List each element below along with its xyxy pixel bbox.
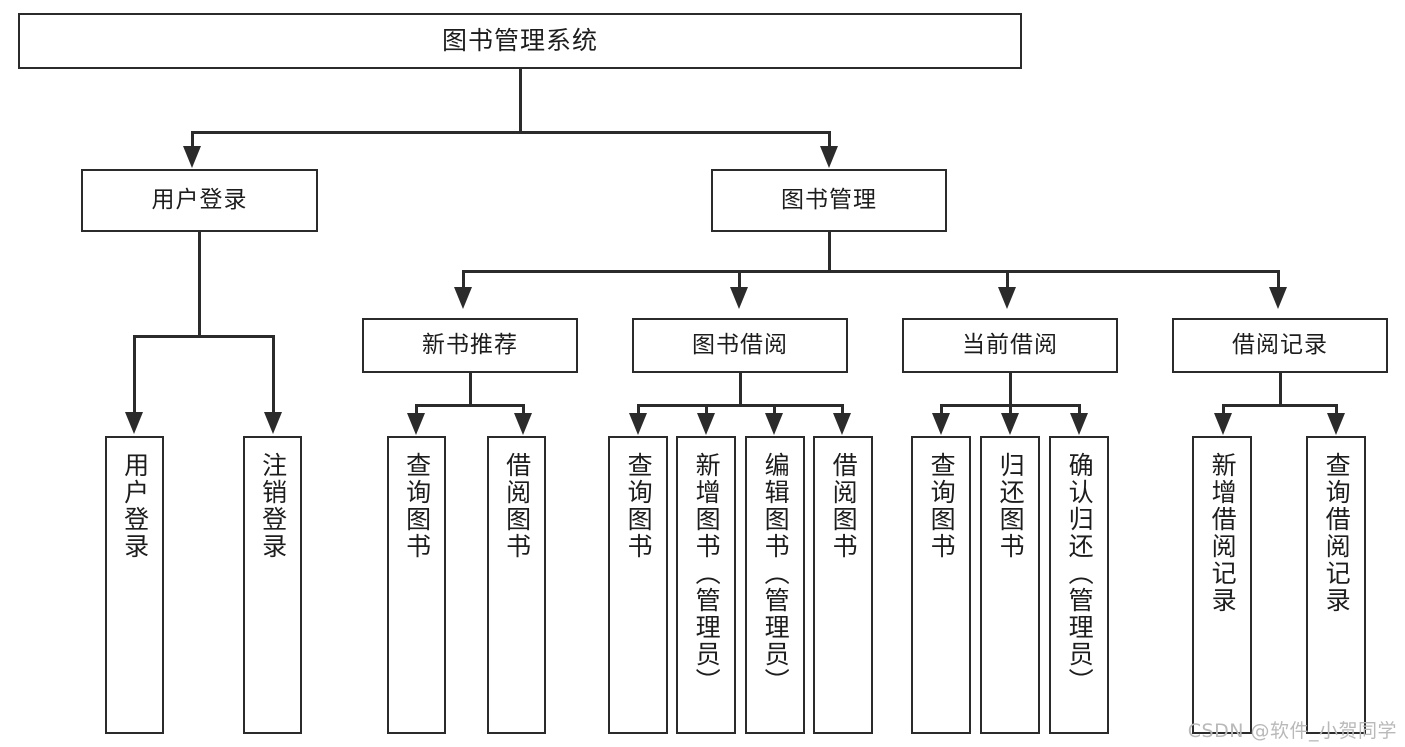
node-label: 新增图书（管理员）	[692, 452, 722, 695]
arrow-down-icon	[1269, 287, 1287, 309]
leaf-add-borrow-record[interactable]: 新增借阅记录	[1192, 436, 1252, 734]
edge-userlogin-stem	[198, 232, 201, 336]
leaf-confirm-return-admin[interactable]: 确认归还（管理员）	[1049, 436, 1109, 734]
node-label: 图书借阅	[692, 331, 788, 358]
arrow-down-icon	[1327, 413, 1345, 435]
leaf-logout[interactable]: 注销登录	[243, 436, 302, 734]
edge-bookborrow-to-leaf2	[705, 404, 708, 416]
node-label: 注销登录	[258, 452, 288, 560]
edge-bookmgmt-to-l3-3	[1006, 270, 1009, 290]
node-label: 借阅图书	[502, 452, 532, 560]
leaf-query-borrow-record[interactable]: 查询借阅记录	[1306, 436, 1366, 734]
node-label: 新书推荐	[422, 331, 518, 358]
arrow-down-icon	[697, 413, 715, 435]
edge-borrowrecord-to-leaf1	[1222, 404, 1225, 416]
edge-newbook-to-leaf2	[522, 404, 525, 416]
arrow-down-icon	[833, 413, 851, 435]
node-book-management[interactable]: 图书管理	[711, 169, 947, 232]
node-current-borrow[interactable]: 当前借阅	[902, 318, 1118, 373]
leaf-borrow-book[interactable]: 借阅图书	[813, 436, 873, 734]
arrow-down-icon	[765, 413, 783, 435]
node-label: 当前借阅	[962, 331, 1058, 358]
arrow-down-icon	[454, 287, 472, 309]
edge-root-bus	[191, 131, 831, 134]
edge-bookmgmt-stem	[828, 232, 831, 271]
node-book-borrow[interactable]: 图书借阅	[632, 318, 848, 373]
leaf-add-book-admin[interactable]: 新增图书（管理员）	[676, 436, 736, 734]
edge-bookmgmt-to-l3-4	[1277, 270, 1280, 290]
node-label: 新增借阅记录	[1208, 452, 1238, 614]
edge-currentborrow-to-leaf1	[940, 404, 943, 416]
node-label: 查询图书	[402, 452, 432, 560]
node-label: 查询借阅记录	[1322, 452, 1352, 614]
edge-bookmgmt-to-l3-1	[462, 270, 465, 290]
arrow-down-icon	[1214, 413, 1232, 435]
arrow-down-icon	[1001, 413, 1019, 435]
node-label: 图书管理系统	[441, 26, 598, 55]
edge-borrowrecord-bus	[1222, 404, 1338, 407]
edge-bookborrow-to-leaf3	[773, 404, 776, 416]
leaf-query-book-borrow[interactable]: 查询图书	[608, 436, 668, 734]
edge-bookmgmt-bus	[462, 270, 1280, 273]
edge-newbook-stem	[469, 373, 472, 405]
edge-root-stem	[519, 69, 522, 132]
edge-currentborrow-to-leaf2	[1009, 404, 1012, 416]
node-label: 确认归还（管理员）	[1065, 452, 1095, 695]
node-label: 图书管理	[781, 186, 877, 213]
edge-bookmgmt-to-l3-2	[738, 270, 741, 290]
node-label: 归还图书	[996, 452, 1026, 560]
leaf-edit-book-admin[interactable]: 编辑图书（管理员）	[745, 436, 805, 734]
arrow-down-icon	[514, 413, 532, 435]
arrow-down-icon	[998, 287, 1016, 309]
arrow-down-icon	[629, 413, 647, 435]
edge-root-to-userlogin	[191, 131, 194, 149]
arrow-down-icon	[183, 146, 201, 168]
edge-bookborrow-bus	[637, 404, 843, 407]
leaf-borrow-book-recommend[interactable]: 借阅图书	[487, 436, 546, 734]
arrow-down-icon	[820, 146, 838, 168]
leaf-query-book-current[interactable]: 查询图书	[911, 436, 971, 734]
arrow-down-icon	[264, 412, 282, 434]
node-user-login[interactable]: 用户登录	[81, 169, 318, 232]
edge-newbook-to-leaf1	[415, 404, 418, 416]
edge-newbook-bus	[415, 404, 525, 407]
arrow-down-icon	[125, 412, 143, 434]
node-root-book-management-system[interactable]: 图书管理系统	[18, 13, 1022, 69]
node-label: 借阅图书	[829, 452, 859, 560]
edge-bookborrow-to-leaf1	[637, 404, 640, 416]
leaf-return-book[interactable]: 归还图书	[980, 436, 1040, 734]
edge-bookborrow-to-leaf4	[841, 404, 844, 416]
edge-currentborrow-to-leaf3	[1078, 404, 1081, 416]
arrow-down-icon	[730, 287, 748, 309]
edge-userlogin-to-leaf1	[133, 335, 136, 415]
edge-userlogin-bus	[133, 335, 275, 338]
leaf-query-book-recommend[interactable]: 查询图书	[387, 436, 446, 734]
edge-bookborrow-stem	[739, 373, 742, 405]
edge-borrowrecord-stem	[1279, 373, 1282, 405]
node-label: 查询图书	[927, 452, 957, 560]
node-new-book-recommend[interactable]: 新书推荐	[362, 318, 578, 373]
node-label: 编辑图书（管理员）	[761, 452, 791, 695]
arrow-down-icon	[407, 413, 425, 435]
edge-currentborrow-stem	[1009, 373, 1012, 405]
node-label: 查询图书	[624, 452, 654, 560]
leaf-user-login[interactable]: 用户登录	[105, 436, 164, 734]
node-label: 用户登录	[120, 452, 150, 560]
node-borrow-record[interactable]: 借阅记录	[1172, 318, 1388, 373]
node-label: 借阅记录	[1232, 331, 1328, 358]
arrow-down-icon	[932, 413, 950, 435]
arrow-down-icon	[1070, 413, 1088, 435]
node-label: 用户登录	[151, 186, 248, 213]
edge-borrowrecord-to-leaf2	[1335, 404, 1338, 416]
edge-userlogin-to-leaf2	[272, 335, 275, 415]
edge-root-to-bookmgmt	[828, 131, 831, 149]
